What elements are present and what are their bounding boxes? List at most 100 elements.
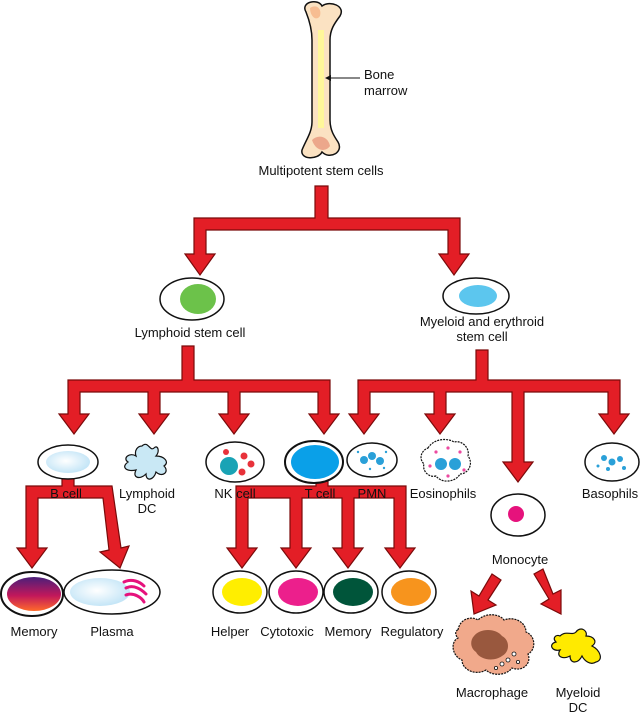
helper-t-cell: Helper bbox=[211, 570, 268, 639]
basophil-granule bbox=[601, 455, 607, 461]
arrow-myeloid-split bbox=[347, 349, 631, 483]
macrophage: Macrophage bbox=[452, 614, 535, 700]
memory-b-cell: Memory bbox=[0, 571, 64, 639]
lymphoid-stem-cell-label: Lymphoid stem cell bbox=[135, 325, 246, 340]
pmn-lobe bbox=[376, 457, 384, 465]
memory-t-cell-nucleus bbox=[333, 578, 373, 606]
regulatory-t-cell: Regulatory bbox=[381, 570, 444, 639]
basophil-granule bbox=[606, 467, 610, 471]
lymphoid-stem-cell: Lymphoid stem cell bbox=[135, 277, 246, 340]
eosinophil-granule bbox=[462, 468, 466, 472]
plasma-cell-er bbox=[122, 578, 148, 604]
macrophage-vacuole bbox=[516, 660, 521, 665]
monocyte-nucleus bbox=[508, 506, 524, 522]
bone-foot-shading bbox=[312, 136, 330, 150]
bone-marrow-pointer-head bbox=[325, 75, 331, 81]
memory-t-label: Memory bbox=[325, 624, 372, 639]
macrophage-vacuole bbox=[505, 657, 511, 663]
basophil-granule bbox=[608, 458, 616, 466]
eosinophil-nucleus bbox=[449, 458, 461, 470]
memory-b-label: Memory bbox=[11, 624, 58, 639]
helper-label: Helper bbox=[211, 624, 250, 639]
bone-marrow-label-2: marrow bbox=[364, 83, 408, 98]
eosinophil: Eosinophils bbox=[410, 438, 477, 501]
memory-b-cell-nucleus bbox=[7, 577, 61, 611]
basophil-granule bbox=[596, 464, 600, 468]
lymphoid-dc-label-2: DC bbox=[138, 501, 157, 516]
myeloid-dc-label: Myeloid bbox=[556, 685, 601, 700]
eosinophils-label: Eosinophils bbox=[410, 486, 477, 501]
basophils-label: Basophils bbox=[582, 486, 639, 501]
nk-granule bbox=[238, 468, 246, 476]
bone-marrow-label: Bone bbox=[364, 67, 394, 82]
eosinophil-granule bbox=[428, 464, 432, 468]
b-cell-nucleus bbox=[46, 451, 90, 473]
nk-cell-label: NK cell bbox=[214, 486, 255, 501]
myeloid-dc-body bbox=[551, 628, 601, 664]
macrophage-vacuole bbox=[493, 666, 498, 671]
myeloid-stem-cell: Myeloid and erythroid stem cell bbox=[420, 277, 544, 344]
eosinophil-nucleus bbox=[435, 458, 447, 470]
macrophage-vacuole bbox=[499, 661, 505, 667]
bone-head-shading bbox=[310, 6, 321, 19]
arrow-multipotent-split bbox=[183, 185, 471, 277]
macrophage-nucleus bbox=[471, 630, 508, 660]
b-cell: B cell bbox=[37, 444, 99, 501]
myeloid-stem-cell-label-2: stem cell bbox=[456, 329, 507, 344]
pmn-dot bbox=[382, 466, 386, 470]
pmn: PMN bbox=[346, 442, 398, 501]
eosinophil-granule bbox=[458, 450, 462, 454]
arrow-monocyte-left bbox=[470, 573, 502, 615]
macrophage-label: Macrophage bbox=[456, 685, 528, 700]
t-cell: T cell bbox=[284, 440, 344, 501]
lymphoid-dc-body bbox=[124, 443, 168, 480]
memory-t-cell: Memory bbox=[323, 570, 379, 639]
pmn-dot bbox=[368, 467, 372, 471]
cytotoxic-t-cell: Cytotoxic bbox=[260, 570, 324, 639]
eosinophil-granule bbox=[446, 446, 450, 450]
b-cell-label: B cell bbox=[50, 486, 82, 501]
cytotoxic-label: Cytotoxic bbox=[260, 624, 314, 639]
nk-granule bbox=[247, 460, 255, 468]
helper-t-cell-nucleus bbox=[222, 578, 262, 606]
eosinophil-body bbox=[420, 438, 472, 482]
nk-cell-nucleus bbox=[220, 457, 238, 475]
plasma-cell: Plasma bbox=[63, 569, 161, 639]
arrows bbox=[15, 185, 631, 615]
lymphoid-dc: Lymphoid DC bbox=[119, 443, 175, 516]
eosinophil-granule bbox=[446, 474, 450, 478]
multipotent-stem-cells-label: Multipotent stem cells bbox=[259, 163, 384, 178]
arrow-monocyte-right bbox=[533, 568, 562, 615]
regulatory-label: Regulatory bbox=[381, 624, 444, 639]
pmn-lobe bbox=[368, 452, 376, 460]
arrow-b-cell-split bbox=[15, 477, 131, 569]
nk-cell: NK cell bbox=[205, 441, 265, 501]
plasma-cell-nucleus bbox=[70, 578, 130, 606]
pmn-label: PMN bbox=[358, 486, 387, 501]
myeloid-stem-cell-label: Myeloid and erythroid bbox=[420, 314, 544, 329]
arrow-t-cell-split bbox=[225, 477, 417, 569]
basophil-granule bbox=[622, 466, 626, 470]
basophil: Basophils bbox=[582, 442, 640, 501]
pmn-dot bbox=[384, 450, 388, 454]
monocyte: Monocyte bbox=[490, 493, 548, 567]
basophil-granule bbox=[617, 456, 623, 462]
nk-granule bbox=[240, 452, 248, 460]
bone: Bone marrow bbox=[301, 1, 408, 159]
nk-granule bbox=[223, 449, 229, 455]
pmn-dot bbox=[356, 450, 360, 454]
cytotoxic-t-cell-nucleus bbox=[278, 578, 318, 606]
regulatory-t-cell-nucleus bbox=[391, 578, 431, 606]
plasma-label: Plasma bbox=[90, 624, 134, 639]
bone-marrow-canal bbox=[318, 30, 324, 128]
t-cell-nucleus bbox=[291, 445, 339, 479]
macrophage-vacuole bbox=[511, 651, 517, 657]
pmn-lobe bbox=[360, 456, 368, 464]
lymphoid-stem-cell-nucleus bbox=[180, 284, 216, 314]
myeloid-dc-label-2: DC bbox=[569, 700, 588, 715]
lymphoid-dc-label: Lymphoid bbox=[119, 486, 175, 501]
myeloid-dc: Myeloid DC bbox=[551, 628, 601, 715]
monocyte-label: Monocyte bbox=[492, 552, 548, 567]
arrow-lymphoid-split bbox=[57, 345, 341, 435]
